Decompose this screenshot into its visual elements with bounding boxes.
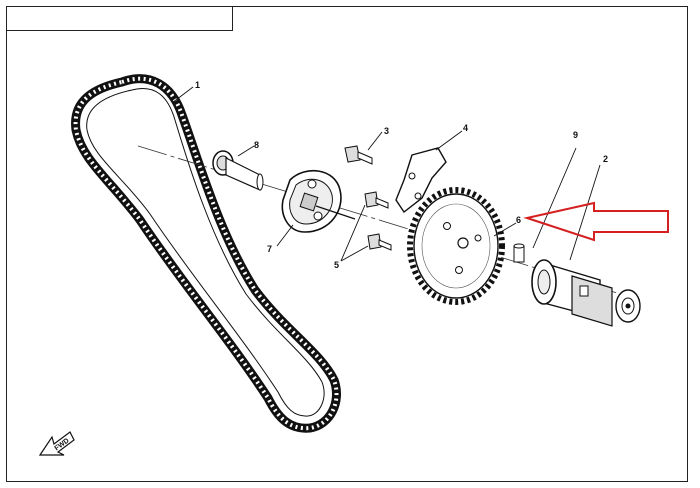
bolt-top bbox=[344, 145, 373, 165]
callout-5: 5 bbox=[334, 260, 339, 270]
camshaft bbox=[531, 259, 641, 327]
callout-3: 3 bbox=[384, 126, 389, 136]
bolt-pair bbox=[364, 191, 392, 251]
leader-lines bbox=[171, 86, 601, 262]
callout-8: 8 bbox=[254, 140, 259, 150]
highlight-arrow bbox=[523, 201, 669, 242]
callout-9: 9 bbox=[573, 130, 578, 140]
shaft bbox=[212, 150, 264, 191]
callout-1: 1 bbox=[195, 80, 200, 90]
timing-chain bbox=[71, 74, 341, 433]
cam-sprocket bbox=[407, 187, 505, 305]
drawing-border bbox=[6, 6, 688, 482]
callout-6: 6 bbox=[516, 215, 521, 225]
dowel-pin bbox=[513, 243, 525, 263]
lock-plate bbox=[395, 147, 447, 214]
callout-2: 2 bbox=[603, 154, 608, 164]
callout-4: 4 bbox=[463, 123, 468, 133]
title-block bbox=[6, 6, 233, 31]
fwd-direction-marker: FWD bbox=[38, 431, 75, 456]
callout-7: 7 bbox=[267, 244, 272, 254]
tensioner-guide bbox=[281, 169, 356, 233]
